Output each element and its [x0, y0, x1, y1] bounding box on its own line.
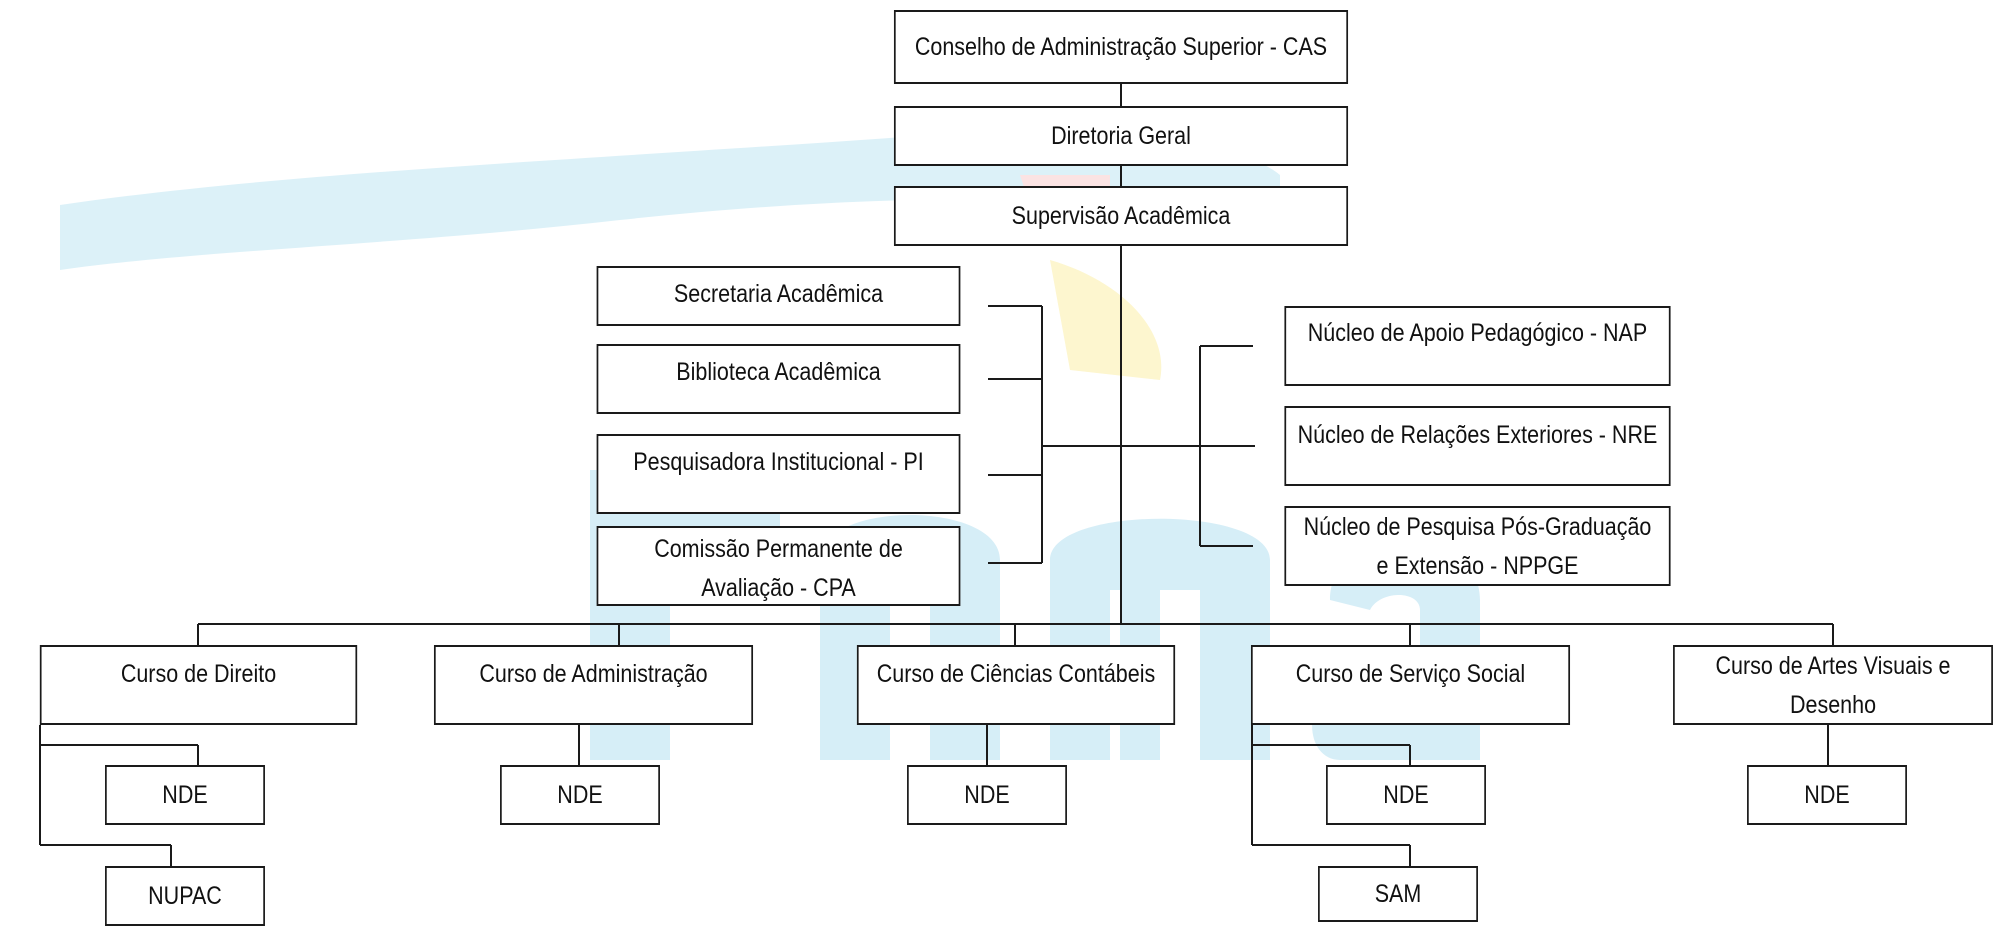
label-nde-servico-social: NDE: [1383, 780, 1429, 809]
box-nde-administracao: NDE: [500, 765, 660, 825]
label-nap: Núcleo de Apoio Pedagógico - NAP: [1307, 319, 1648, 347]
box-biblioteca-academica: Biblioteca Acadêmica: [596, 344, 961, 414]
box-secretaria-academica: Secretaria Acadêmica: [596, 266, 961, 326]
label-diretoria-geral: Diretoria Geral: [1051, 121, 1191, 150]
label-nde-contabeis: NDE: [964, 780, 1010, 809]
label-curso-servico-social: Curso de Serviço Social: [1295, 660, 1526, 688]
box-curso-ciencias-contabeis: Curso de Ciências Contábeis: [856, 645, 1176, 725]
box-nde-servico-social: NDE: [1326, 765, 1486, 825]
label-curso-ciencias-contabeis: Curso de Ciências Contábeis: [876, 660, 1156, 688]
box-diretoria-geral: Diretoria Geral: [893, 106, 1349, 166]
box-nupac: NUPAC: [105, 866, 265, 926]
label-secretaria-academica: Secretaria Acadêmica: [673, 280, 884, 308]
box-nre: Núcleo de Relações Exteriores - NRE: [1284, 406, 1671, 486]
label-nppge: Núcleo de Pesquisa Pós-Graduação e Exten…: [1303, 513, 1652, 580]
label-cas: Conselho de Administração Superior - CAS: [914, 32, 1328, 61]
label-biblioteca-academica: Biblioteca Acadêmica: [676, 358, 881, 386]
label-curso-direito: Curso de Direito: [120, 660, 277, 688]
label-cpa: Comissão Permanente de Avaliação - CPA: [654, 535, 903, 602]
box-nppge: Núcleo de Pesquisa Pós-Graduação e Exten…: [1284, 506, 1671, 586]
label-nde-artes: NDE: [1804, 780, 1850, 809]
box-curso-direito: Curso de Direito: [39, 645, 358, 725]
label-supervisao-academica: Supervisão Acadêmica: [1011, 201, 1231, 230]
box-curso-artes-visuais: Curso de Artes Visuais e Desenho: [1673, 645, 1993, 725]
label-curso-administracao: Curso de Administração: [479, 660, 708, 688]
label-curso-artes-visuais: Curso de Artes Visuais e Desenho: [1715, 652, 1951, 719]
label-nde-administracao: NDE: [557, 780, 603, 809]
label-nde-direito: NDE: [162, 780, 208, 809]
box-nde-artes: NDE: [1747, 765, 1907, 825]
box-curso-administracao: Curso de Administração: [433, 645, 754, 725]
box-pesquisadora-institucional: Pesquisadora Institucional - PI: [596, 434, 961, 514]
box-nde-contabeis: NDE: [907, 765, 1067, 825]
box-sam: SAM: [1318, 866, 1478, 922]
label-pesquisadora-institucional: Pesquisadora Institucional - PI: [633, 448, 924, 476]
label-sam: SAM: [1374, 879, 1422, 908]
box-nde-direito: NDE: [105, 765, 265, 825]
label-nupac: NUPAC: [148, 881, 222, 910]
box-supervisao-academica: Supervisão Acadêmica: [893, 186, 1349, 246]
watermark-yellow-accent: [1050, 260, 1162, 380]
box-cas: Conselho de Administração Superior - CAS: [893, 10, 1349, 84]
box-curso-servico-social: Curso de Serviço Social: [1250, 645, 1571, 725]
label-nre: Núcleo de Relações Exteriores - NRE: [1297, 421, 1658, 449]
box-nap: Núcleo de Apoio Pedagógico - NAP: [1284, 306, 1671, 386]
box-cpa: Comissão Permanente de Avaliação - CPA: [596, 526, 961, 606]
